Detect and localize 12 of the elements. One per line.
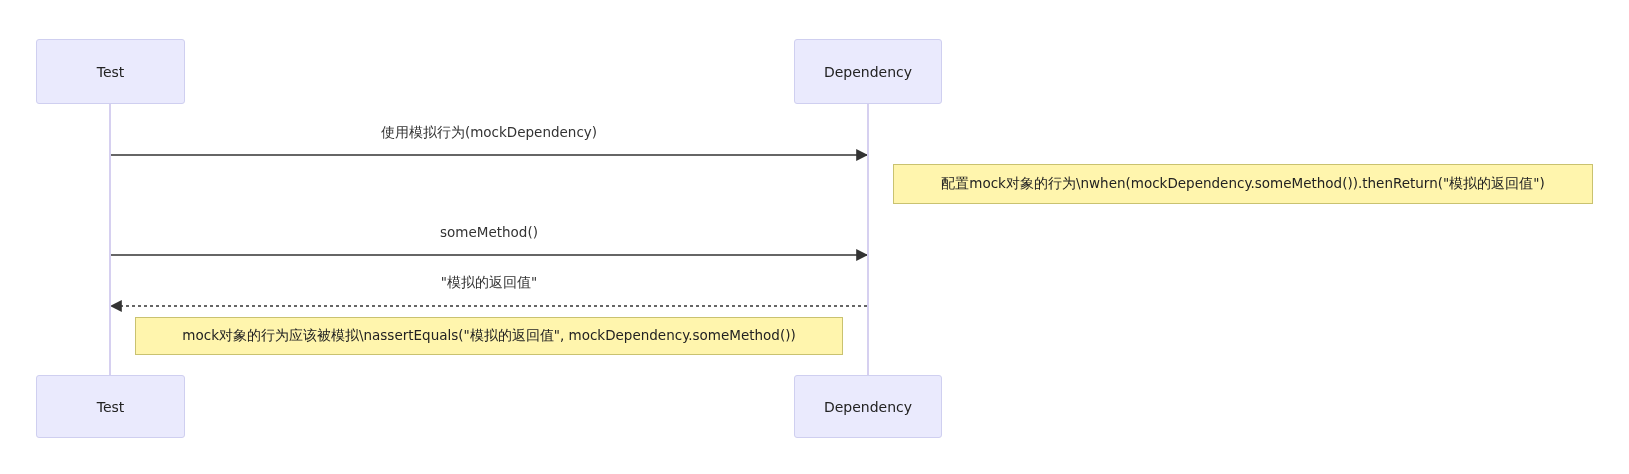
lifeline: [109, 104, 111, 375]
edge-label: someMethod(): [438, 224, 540, 240]
participant-box: Test: [36, 39, 185, 104]
note-box: mock对象的行为应该被模拟\nassertEquals("模拟的返回值", mockDependency.someMethod()): [135, 317, 843, 355]
note-box: 配置mock对象的行为\nwhen(mockDependency.someMethod()).thenReturn("模拟的返回值"): [893, 164, 1593, 204]
message-arrow: [110, 149, 869, 161]
participant-box: Dependency: [794, 39, 942, 104]
lifeline: [867, 104, 869, 375]
participant-box: Dependency: [794, 375, 942, 438]
message-arrow: [110, 249, 869, 261]
message-arrow: [109, 300, 868, 312]
participant-box: Test: [36, 375, 185, 438]
